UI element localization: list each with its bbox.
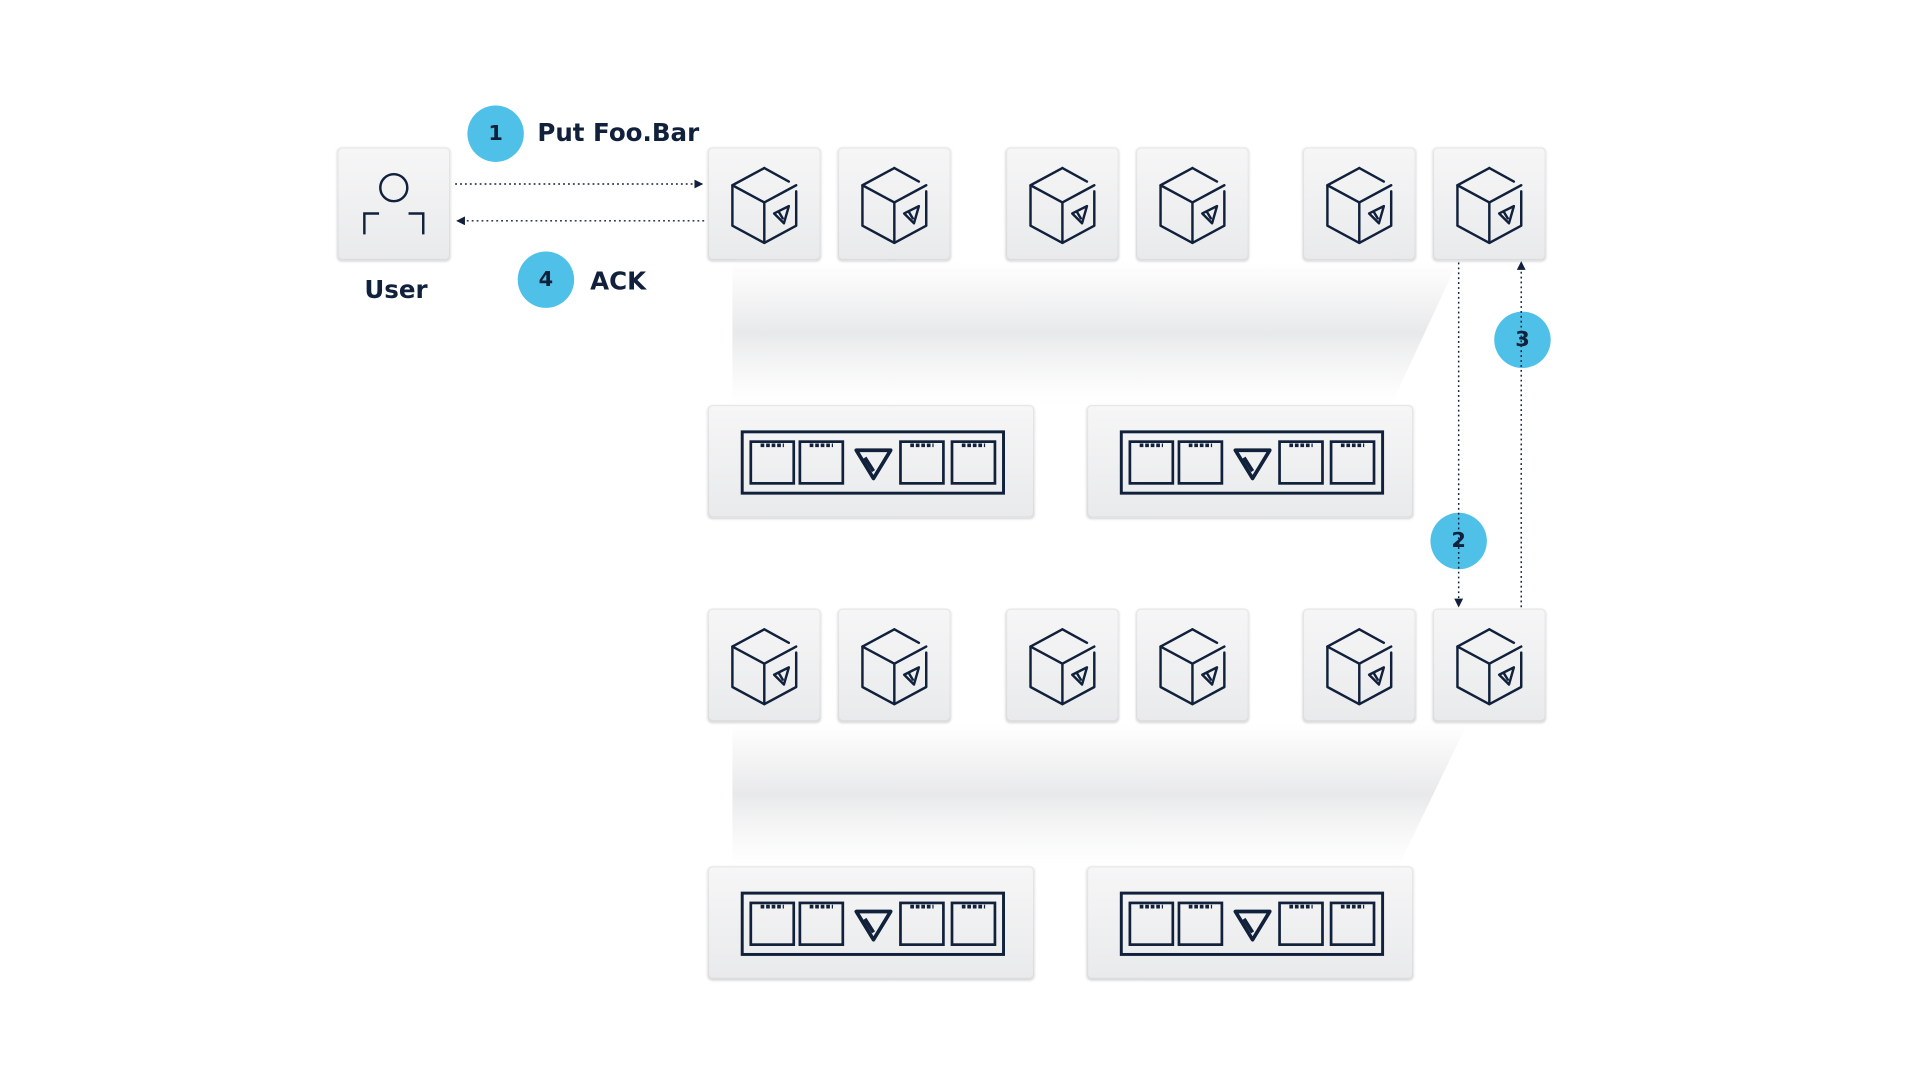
database-node-cube-icon <box>1326 166 1393 245</box>
node-tile-r2-c5[interactable] <box>1302 608 1416 722</box>
step-3-badge: 3 <box>1494 311 1551 369</box>
node-tile-r1-c1[interactable] <box>707 147 821 261</box>
step-2-badge: 2 <box>1430 512 1487 570</box>
storage-tile-r2-c1[interactable] <box>707 866 1035 979</box>
database-node-cube-icon <box>731 628 798 706</box>
storage-rack-icon <box>740 430 1005 495</box>
step-4-label: ACK <box>590 266 647 296</box>
database-node-cube-icon <box>1159 628 1226 706</box>
node-tile-r2-c2[interactable] <box>837 608 951 722</box>
node-tile-r1-c6[interactable] <box>1432 147 1546 261</box>
storage-rack-icon <box>1119 430 1385 495</box>
database-node-cube-icon <box>1159 166 1226 245</box>
storage-tile-r1-c1[interactable] <box>707 404 1035 518</box>
database-node-cube-icon <box>731 166 798 245</box>
node-tile-r2-c3[interactable] <box>1005 608 1119 722</box>
user-icon <box>363 172 425 235</box>
database-node-cube-icon <box>861 628 928 706</box>
node-tile-r1-c2[interactable] <box>837 147 951 261</box>
node-tile-r1-c3[interactable] <box>1005 147 1119 261</box>
database-node-cube-icon <box>1326 628 1393 706</box>
node-tile-r2-c4[interactable] <box>1136 608 1249 722</box>
storage-tile-r1-c2[interactable] <box>1086 404 1414 518</box>
database-node-cube-icon <box>861 166 928 245</box>
node-tile-r1-c4[interactable] <box>1136 147 1249 261</box>
step-1-label: Put Foo.Bar <box>537 117 700 148</box>
node-tile-r1-c5[interactable] <box>1302 147 1416 261</box>
node-tile-r2-c6[interactable] <box>1432 608 1546 722</box>
storage-rack-icon <box>1119 891 1385 956</box>
database-node-cube-icon <box>1029 166 1096 245</box>
database-node-cube-icon <box>1456 628 1523 706</box>
user-tile[interactable] <box>337 147 451 261</box>
node-tile-r2-c1[interactable] <box>707 608 821 722</box>
storage-tile-r2-c2[interactable] <box>1086 866 1414 979</box>
database-node-cube-icon <box>1456 166 1523 245</box>
step-4-badge: 4 <box>517 251 575 308</box>
storage-rack-icon <box>740 891 1005 956</box>
database-node-cube-icon <box>1029 628 1096 706</box>
step-1-badge: 1 <box>467 105 524 162</box>
user-label: User <box>364 274 428 305</box>
